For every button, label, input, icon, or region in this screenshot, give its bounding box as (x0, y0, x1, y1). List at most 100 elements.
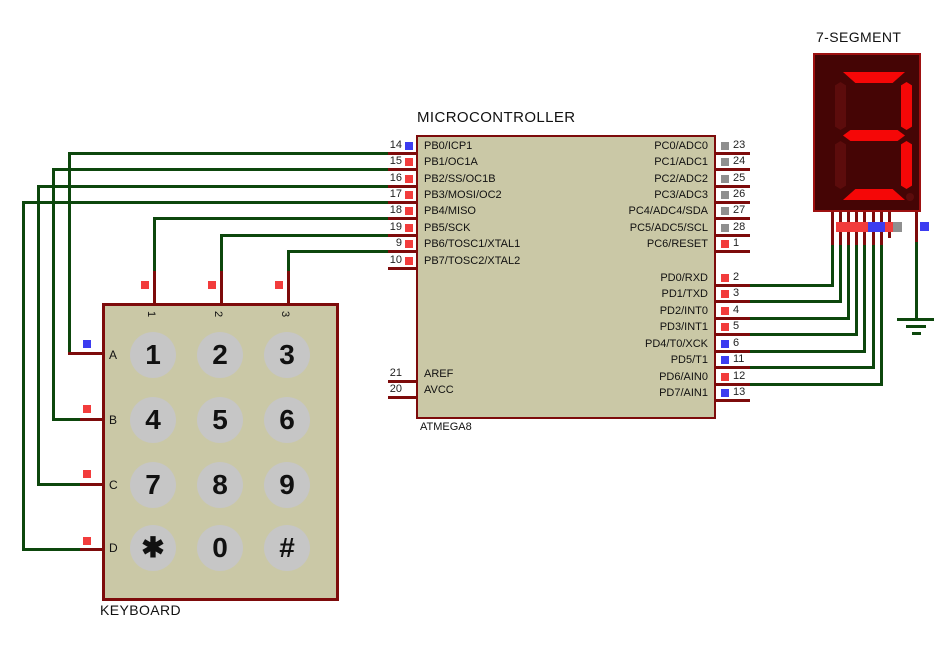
pin-number: 11 (733, 353, 745, 365)
pin-state-indicator (405, 207, 413, 215)
wire (52, 418, 82, 421)
pin-number: 13 (733, 386, 746, 398)
pin-number: 27 (733, 204, 746, 216)
keypad-key-star[interactable]: ✱ (130, 525, 176, 571)
pin-state-indicator (852, 222, 861, 232)
pin-number: 1 (733, 237, 740, 249)
keypad-key-5[interactable]: 5 (197, 397, 243, 443)
pin-state-indicator (860, 222, 869, 232)
pin-stub (716, 333, 750, 336)
pin-stub (716, 201, 750, 204)
keypad-row-label: B (109, 413, 118, 427)
pin-label: PB6/TOSC1/XTAL1 (424, 238, 521, 250)
wire (872, 244, 875, 369)
keypad-key-8[interactable]: 8 (197, 462, 243, 508)
keypad-key-7[interactable]: 7 (130, 462, 176, 508)
keypad-key-2[interactable]: 2 (197, 332, 243, 378)
pin-state-indicator (405, 257, 413, 265)
pin-number: 17 (389, 188, 402, 200)
pin-stub (716, 168, 750, 171)
pin-label: PB2/SS/OC1B (424, 173, 496, 185)
pin-stub (388, 396, 416, 399)
pin-stub (716, 383, 750, 386)
pin-label: PB3/MOSI/OC2 (424, 189, 502, 201)
wire (750, 350, 866, 353)
pin-state-indicator (844, 222, 853, 232)
pin-state-indicator (721, 307, 729, 315)
pin-number: 4 (733, 304, 740, 316)
pin-label: PD1/TXD (661, 288, 708, 300)
wire (22, 548, 82, 551)
wire (831, 244, 834, 287)
pin-number: 21 (389, 367, 402, 379)
pin-number: 23 (733, 139, 746, 151)
keypad-key-hash[interactable]: # (264, 525, 310, 571)
keypad-title: KEYBOARD (100, 602, 181, 618)
pin-state-indicator (83, 340, 91, 348)
pin-label: PC5/ADC5/SCL (629, 222, 708, 234)
pin-state-indicator (721, 274, 729, 282)
pin-number: 5 (733, 320, 740, 332)
wire (52, 168, 55, 421)
keypad-key-3[interactable]: 3 (264, 332, 310, 378)
segment-a (843, 72, 905, 83)
pin-state-indicator (721, 323, 729, 331)
pin-number: 14 (389, 139, 402, 151)
wire (750, 366, 875, 369)
wire (220, 234, 223, 273)
wire (750, 284, 834, 287)
pin-number: 6 (733, 337, 740, 349)
pin-stub (716, 300, 750, 303)
wire (37, 185, 388, 188)
keypad-key-4[interactable]: 4 (130, 397, 176, 443)
keypad-key-1[interactable]: 1 (130, 332, 176, 378)
pin-stub (80, 418, 103, 421)
keypad-row-label: D (109, 541, 118, 555)
pin-state-indicator (721, 207, 729, 215)
keypad-key-0[interactable]: 0 (197, 525, 243, 571)
pin-state-indicator (868, 222, 877, 232)
pin-number: 26 (733, 188, 746, 200)
keypad-row-label: C (109, 478, 118, 492)
pin-stub (716, 366, 750, 369)
pin-stub (716, 350, 750, 353)
pin-state-indicator (721, 373, 729, 381)
keypad-key-9[interactable]: 9 (264, 462, 310, 508)
pin-state-indicator (405, 224, 413, 232)
pin-label: PB1/OC1A (424, 156, 478, 168)
pin-stub (220, 271, 223, 305)
pin-number: 25 (733, 172, 746, 184)
pin-number: 20 (389, 383, 402, 395)
pin-state-indicator (721, 158, 729, 166)
pin-label: PB5/SCK (424, 222, 471, 234)
wire (153, 217, 156, 273)
pin-label: PD3/INT1 (659, 321, 708, 333)
pin-state-indicator (405, 191, 413, 199)
pin-stub (388, 201, 416, 204)
wire (153, 217, 388, 220)
pin-stub (716, 399, 750, 402)
wire (37, 185, 40, 486)
wire (68, 152, 71, 355)
pin-label: AREF (424, 368, 454, 380)
pin-state-indicator (721, 340, 729, 348)
pin-state-indicator (885, 222, 894, 232)
pin-stub (287, 271, 290, 305)
pin-label: PB4/MISO (424, 205, 476, 217)
keypad-key-6[interactable]: 6 (264, 397, 310, 443)
pin-stub (68, 352, 103, 355)
pin-state-indicator (721, 142, 729, 150)
keypad-col-label: 3 (279, 310, 292, 318)
wire (68, 152, 388, 155)
pin-label: PD2/INT0 (659, 305, 708, 317)
pin-state-indicator (920, 222, 929, 231)
pin-stub (716, 185, 750, 188)
wire (863, 244, 866, 353)
pin-stub (153, 271, 156, 305)
pin-state-indicator (721, 240, 729, 248)
pin-label: PC2/ADC2 (654, 173, 708, 185)
pin-label: PC4/ADC4/SDA (628, 205, 708, 217)
pin-stub (716, 234, 750, 237)
pin-stub (388, 152, 416, 155)
pin-label: PB0/ICP1 (424, 140, 473, 152)
